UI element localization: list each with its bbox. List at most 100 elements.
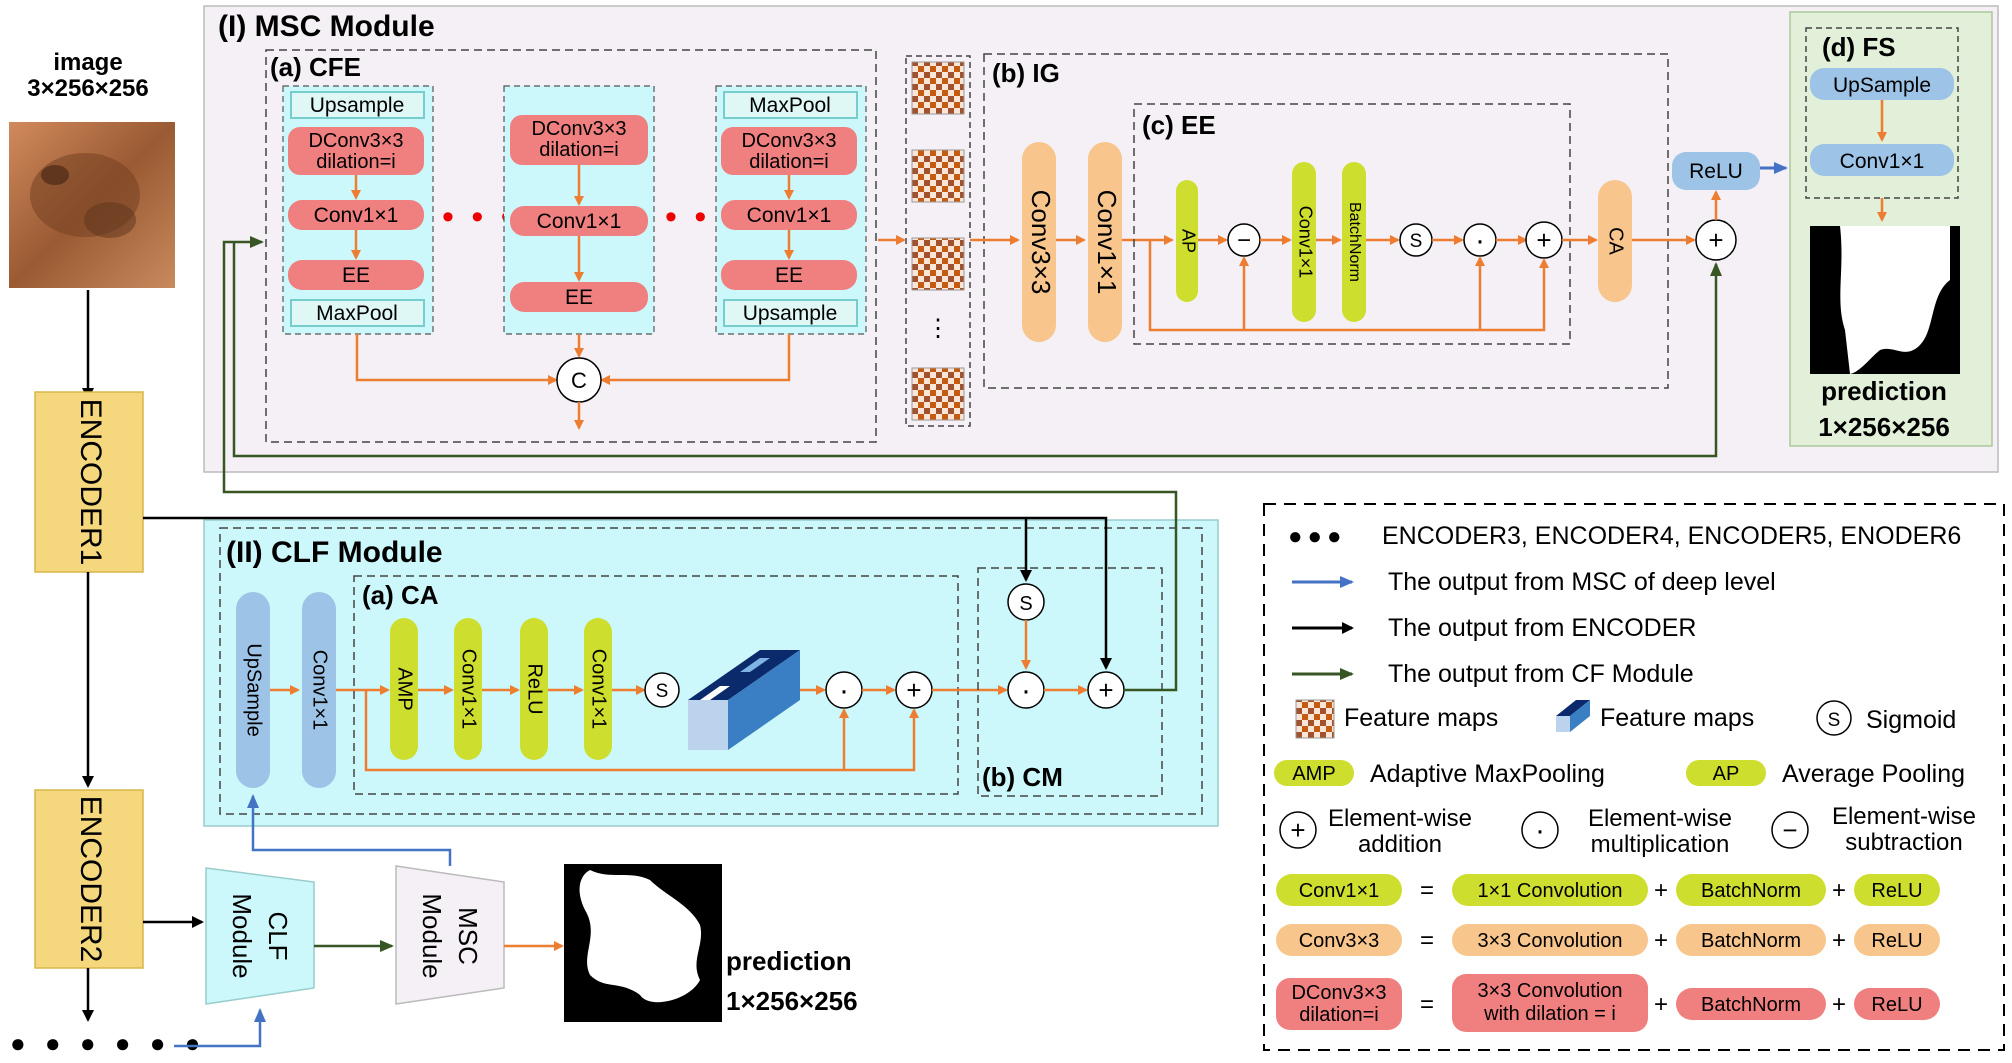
clf-upsample	[236, 592, 270, 788]
ee-ap	[1176, 180, 1198, 302]
ig-conv1-label: Conv1×1	[1092, 190, 1122, 295]
ig-title: (b) IG	[992, 58, 1060, 88]
msc-add-label: +	[1708, 225, 1723, 255]
legend-eq3-plus1: +	[1654, 991, 1668, 1018]
legend-eq3-relu-label: ReLU	[1871, 994, 1922, 1016]
legend-eq1-lhs	[1276, 874, 1402, 906]
legend-eq1-relu	[1854, 874, 1940, 906]
bottom-msc-line2: Module	[417, 893, 447, 978]
legend-add-icon	[1279, 811, 1317, 849]
legend-sigmoid-icon	[1816, 700, 1852, 736]
legend-mul-line1: Element-wise	[1588, 805, 1732, 832]
clf-inner-box	[219, 527, 1203, 815]
ca-block	[1598, 180, 1632, 302]
legend-eq2-eq: =	[1420, 927, 1434, 954]
cfe3-dconv-label: DConv3×3	[741, 130, 836, 152]
cfe2-ee	[510, 282, 648, 312]
bottom-msc-module: Module MSC	[395, 865, 505, 1005]
bottom-clf-module: Module CLF	[205, 867, 315, 1005]
cfe1-maxpool-label: MaxPool	[316, 302, 398, 325]
ee-add-label: +	[1536, 225, 1551, 255]
legend-eq1-eq: =	[1420, 877, 1434, 904]
legend-eq3-lhs-line1: DConv3×3	[1291, 982, 1386, 1004]
encoder1-block: ENCODER1	[34, 391, 144, 573]
ca-block-label: CA	[1605, 227, 1627, 255]
encoder1-skip-to-cm-add	[143, 516, 1112, 670]
clf-amp-label: AMP	[394, 667, 416, 710]
cm-add-label: +	[1098, 675, 1113, 705]
clf-amp	[390, 618, 418, 760]
legend-box	[1263, 503, 2005, 1051]
legend-ap-tag-label: AP	[1713, 763, 1740, 785]
legend-mul-symbol: ·	[1535, 814, 1545, 847]
clf-output-to-cfe	[222, 236, 1178, 692]
fs-prediction-dims: 1×256×256	[1818, 412, 1950, 442]
cm-sigmoid-label: S	[1019, 593, 1032, 615]
clf-ca-conv1b	[584, 618, 612, 760]
bottom-prediction-dims: 1×256×256	[726, 986, 858, 1016]
legend-eq2-plus1: +	[1654, 927, 1668, 954]
legend-green-arrow-label: The output from CF Module	[1388, 660, 1694, 688]
cfe3-conv1-label: Conv1×1	[747, 204, 832, 227]
clf-cm-title: (b) CM	[982, 762, 1063, 792]
fs-upsample	[1810, 68, 1954, 100]
clf-sigmoid-op	[644, 672, 680, 708]
cfe3-ee-label: EE	[775, 264, 803, 287]
legend-eq2-bn	[1676, 924, 1826, 956]
legend-eq2-bn-label: BatchNorm	[1701, 930, 1801, 952]
cfe3-upsample-label: Upsample	[743, 302, 838, 325]
cfe1-ee	[288, 260, 424, 290]
legend-add-line1: Element-wise	[1328, 805, 1472, 832]
cfe1-dconv	[288, 127, 424, 175]
clf-module-panel	[203, 519, 1219, 827]
legend-blue-arrow-label: The output from MSC of deep level	[1388, 568, 1776, 596]
fs-conv1	[1810, 144, 1954, 176]
ee-multiply-label: ·	[1475, 224, 1485, 257]
legend-mul-line2: multiplication	[1591, 831, 1730, 858]
ig-conv3	[1022, 142, 1056, 342]
cfe1-dconv-label: DConv3×3	[308, 130, 403, 152]
legend-eq2-conv	[1452, 924, 1648, 956]
cfe2-ee-label: EE	[565, 286, 593, 309]
legend-add-symbol: +	[1290, 815, 1305, 845]
legend-sub-symbol: −	[1782, 815, 1797, 845]
legend-mul-icon	[1521, 811, 1559, 849]
legend-eq2-conv-label: 3×3 Convolution	[1477, 930, 1622, 952]
cfe3-upsample	[723, 299, 858, 327]
ee-title: (c) EE	[1142, 110, 1216, 140]
ee-conv1-label: Conv1×1	[1295, 206, 1315, 279]
fs-upsample-label: UpSample	[1833, 74, 1931, 97]
cfe1-conv1-label: Conv1×1	[314, 204, 399, 227]
legend-sigmoid-label: Sigmoid	[1866, 706, 1956, 734]
clf-multiply-label: ·	[839, 674, 849, 707]
cfe-title: (a) CFE	[270, 52, 361, 82]
legend-eq1-conv	[1452, 874, 1648, 906]
cfe1-upsample	[290, 91, 425, 119]
cfe3-dilation-label: dilation=i	[749, 151, 829, 173]
input-image	[9, 122, 175, 288]
bottom-msc-line1: MSC	[453, 907, 483, 965]
input-dims: 3×256×256	[27, 75, 148, 102]
ee-subtract-label: −	[1237, 227, 1251, 254]
cfe3-maxpool	[723, 91, 858, 119]
encoder2-label: ENCODER2	[74, 796, 107, 963]
clf-ca-relu	[520, 618, 548, 760]
clf-conv1	[302, 592, 336, 788]
fs-title: (d) FS	[1822, 32, 1896, 62]
msc-relu	[1672, 152, 1760, 190]
legend-eq3-conv-line1: 3×3 Convolution	[1477, 980, 1622, 1002]
cfe1-upsample-label: Upsample	[310, 94, 405, 117]
legend-amp-tag-label: AMP	[1292, 763, 1335, 785]
bottom-clf-line2: Module	[227, 893, 257, 978]
ee-ap-label: AP	[1178, 229, 1198, 253]
legend-encoders: ENCODER3, ENCODER4, ENCODER5, ENODER6	[1382, 522, 1961, 550]
legend-eq2-plus2: +	[1832, 927, 1846, 954]
clf-title: (II) CLF Module	[226, 536, 443, 569]
cfe1-dilation-label: dilation=i	[316, 151, 396, 173]
clf-output-to-msc-add	[232, 242, 1722, 458]
legend-eq1-bn-label: BatchNorm	[1701, 880, 1801, 902]
bottom-clf-line1: CLF	[263, 911, 293, 960]
legend-eq3-conv	[1452, 974, 1648, 1032]
legend-sigmoid-symbol: S	[1828, 710, 1841, 731]
